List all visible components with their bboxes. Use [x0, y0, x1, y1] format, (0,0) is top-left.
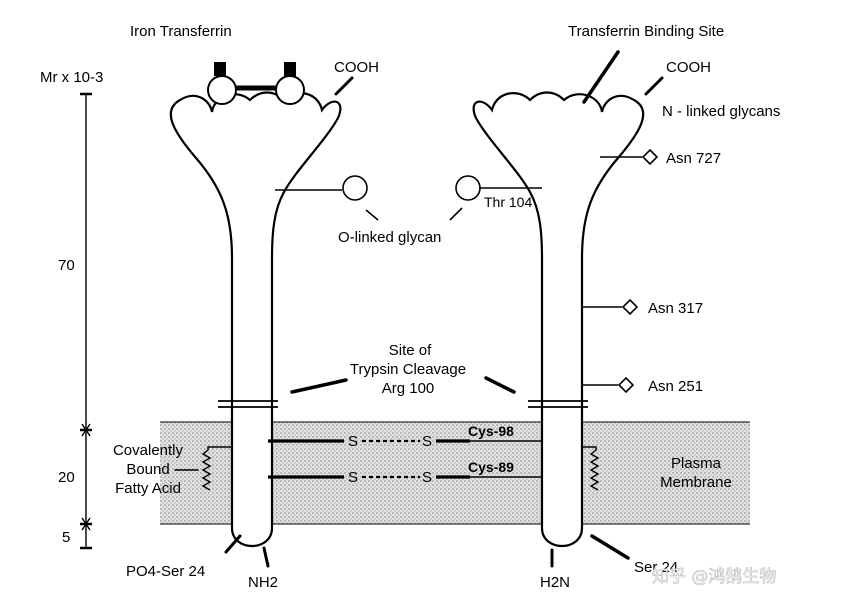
label-n-linked-glycans: N - linked glycans [662, 103, 780, 120]
label-cooh-left: COOH [334, 59, 379, 76]
fatty-acid-chains [201, 446, 600, 491]
mw-scale-title: Mr x 10-3 [40, 69, 103, 86]
label-po4-ser-24: PO4-Ser 24 [126, 563, 205, 580]
label-h2n: H2N [540, 574, 570, 591]
label-o-linked-glycan: O-linked glycan [338, 229, 441, 246]
label-iron-transferrin: Iron Transferrin [130, 23, 232, 40]
label-trypsin-line3: Arg 100 [382, 380, 435, 397]
watermark: 知乎 @鸿鹄生物 [652, 567, 776, 587]
label-transferrin-binding-site: Transferrin Binding Site [568, 23, 724, 40]
label-asn-727: Asn 727 [666, 150, 721, 167]
label-membrane: Membrane [660, 474, 732, 491]
scale-tick-70: 70 [58, 257, 75, 274]
o-linked-glycans [275, 175, 542, 221]
label-cooh-right: COOH [666, 59, 711, 76]
right-receptor-monomer [472, 91, 645, 548]
n-linked-glycans [582, 148, 659, 394]
scale-tick-20: 20 [58, 469, 75, 486]
label-cys-98: Cys-98 [468, 423, 514, 439]
label-thr-104: Thr 104 [484, 194, 532, 210]
label-nh2: NH2 [248, 574, 278, 591]
label-fatty-acid-line1: Covalently [113, 442, 184, 459]
sulfur-s1: S [348, 433, 358, 450]
iron-transferrin-ligand [207, 62, 305, 105]
label-trypsin-line2: Trypsin Cleavage [350, 361, 466, 378]
disulfide-bonds [268, 439, 470, 479]
sulfur-s4: S [422, 469, 432, 486]
label-cys-89: Cys-89 [468, 459, 514, 475]
label-ser-24-right: Ser 24 [634, 559, 678, 576]
label-asn-251: Asn 251 [648, 378, 703, 395]
label-fatty-acid-line2: Bound [126, 461, 169, 478]
scale-tick-5: 5 [62, 529, 70, 546]
leader-lines [174, 50, 664, 568]
sulfur-s2: S [422, 433, 432, 450]
label-trypsin-line1: Site of [389, 342, 432, 359]
trypsin-cleavage-marks [218, 400, 588, 408]
label-asn-317: Asn 317 [648, 300, 703, 317]
label-fatty-acid-line3: Fatty Acid [115, 480, 181, 497]
mw-scale-bar [80, 92, 92, 550]
label-plasma: Plasma [671, 455, 722, 472]
sulfur-s3: S [348, 469, 358, 486]
